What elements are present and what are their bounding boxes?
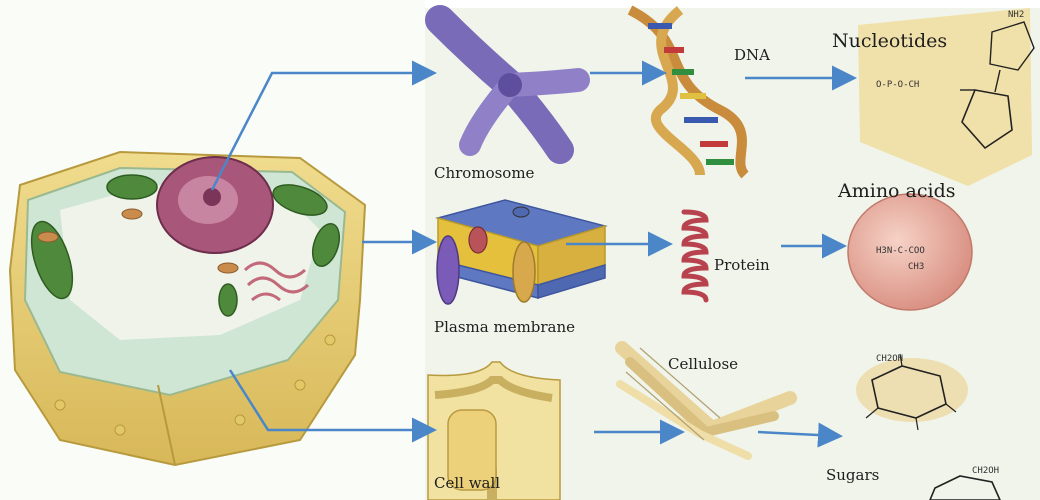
protein-label: Protein <box>714 256 770 274</box>
amino-formula: H3N-C-COO <box>876 246 925 256</box>
dna-label: DNA <box>734 46 770 64</box>
nucleotides-label: Nucleotides <box>832 30 947 52</box>
amine-formula: NH2 <box>1008 10 1024 20</box>
sugar-formula-bottom: CH2OH <box>972 466 999 476</box>
sugars-label: Sugars <box>826 466 879 484</box>
amino-side-chain: CH3 <box>908 262 924 272</box>
cell-wall-label: Cell wall <box>434 474 500 492</box>
chromosome-label: Chromosome <box>434 164 534 182</box>
cellulose-label: Cellulose <box>668 355 738 373</box>
amino-acids-label: Amino acids <box>838 180 956 202</box>
sugar-formula-top: CH2OH <box>876 354 903 364</box>
phosphate-formula: O-P-O-CH <box>876 80 919 90</box>
plant-cell <box>10 152 365 465</box>
plasma-membrane-label: Plasma membrane <box>434 318 575 336</box>
